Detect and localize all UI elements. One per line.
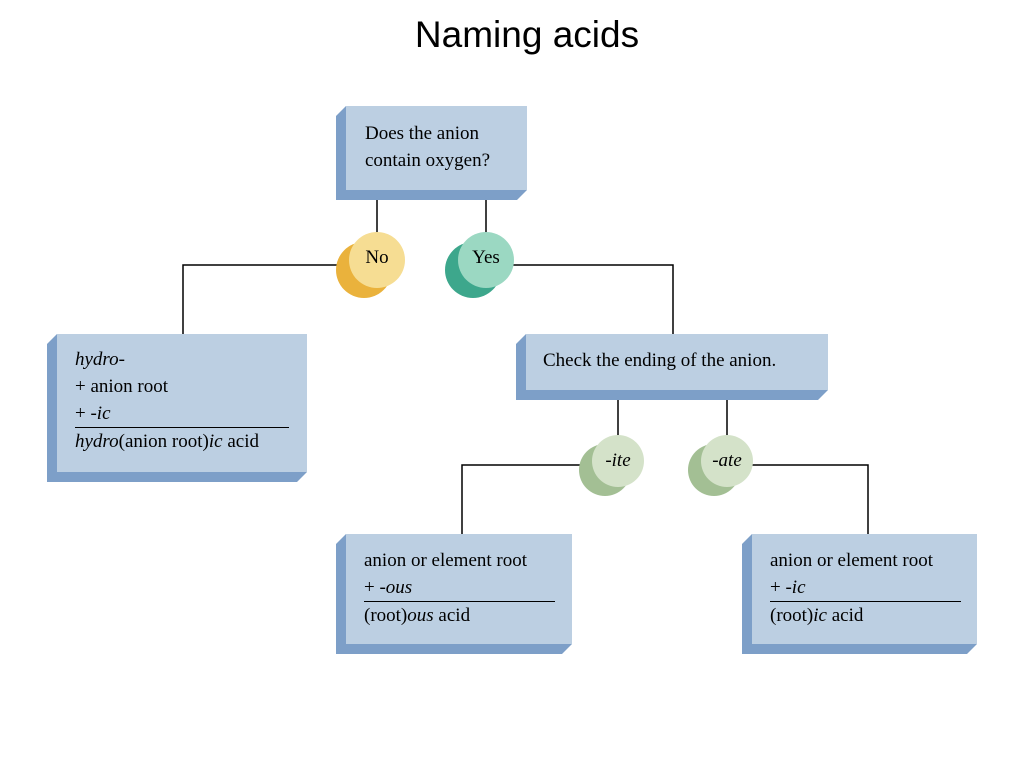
hydro-ic-plus: + <box>75 403 91 424</box>
hydro-result-mid: (anion root) <box>118 431 209 452</box>
hydro-anion-root-line: + anion root <box>75 376 169 397</box>
hydro-result-suffix: ic <box>208 431 223 452</box>
hydro-result-line: hydro(anion root)ic acid <box>75 427 289 455</box>
ous-suffix: -ous <box>379 577 413 598</box>
hydro-prefix-line: hydro- <box>75 349 125 370</box>
hydro-acid-box: hydro- + anion root + -ic hydro(anion ro… <box>57 334 307 472</box>
connector-lines <box>182 192 869 534</box>
check-ending-text: Check the ending of the anion. <box>543 350 777 371</box>
ic-suffix: -ic <box>785 577 806 598</box>
ous-result-suffix: ous <box>407 605 434 626</box>
question-box-bevel <box>336 106 527 200</box>
ous-result-end: acid <box>433 605 471 626</box>
connector-ate-ic <box>750 464 869 534</box>
hydro-result-end: acid <box>222 431 259 452</box>
ic-acid-box: anion or element root + -ic (root)ic aci… <box>752 534 977 644</box>
hydro-result-prefix: hydro <box>75 431 119 452</box>
ite-circle-front <box>592 435 644 487</box>
ate-label: -ate <box>712 450 742 471</box>
ic-plus: + <box>770 577 786 598</box>
box-bevels <box>47 106 977 654</box>
ic-result-end: acid <box>826 605 864 626</box>
hydro-ic-line: + -ic <box>75 400 289 427</box>
check-ending-box: Check the ending of the anion. <box>526 334 828 390</box>
ic-result-prefix: (root) <box>770 605 814 626</box>
connector-yes-check <box>512 264 674 334</box>
ous-suffix-line: + -ous <box>364 574 555 601</box>
question-box: Does the anion contain oxygen? <box>346 106 527 190</box>
ic-result-suffix: ic <box>813 605 827 626</box>
no-circle-front <box>349 232 405 288</box>
decision-circles <box>336 232 753 496</box>
ous-result-line: (root)ous acid <box>364 601 555 629</box>
yes-circle-front <box>458 232 514 288</box>
connector-ite-ous <box>461 464 585 534</box>
ate-circle-front <box>701 435 753 487</box>
ic-result-line: (root)ic acid <box>770 601 961 629</box>
yes-label: Yes <box>472 247 500 268</box>
ite-label: -ite <box>605 450 631 471</box>
check-box-bevel <box>516 334 828 400</box>
hydro-ic-suffix: -ic <box>90 403 111 424</box>
ous-plus: + <box>364 577 380 598</box>
no-label: No <box>365 247 389 268</box>
ous-root-line: anion or element root <box>364 550 528 571</box>
page-title: Naming acids <box>414 14 640 55</box>
ic-root-line: anion or element root <box>770 550 934 571</box>
question-line-2: contain oxygen? <box>365 150 491 171</box>
ous-acid-box: anion or element root + -ous (root)ous a… <box>346 534 572 644</box>
ic-suffix-line: + -ic <box>770 574 961 601</box>
connector-no-hydro <box>182 264 345 334</box>
ous-result-prefix: (root) <box>364 605 408 626</box>
question-line-1: Does the anion <box>365 123 479 144</box>
